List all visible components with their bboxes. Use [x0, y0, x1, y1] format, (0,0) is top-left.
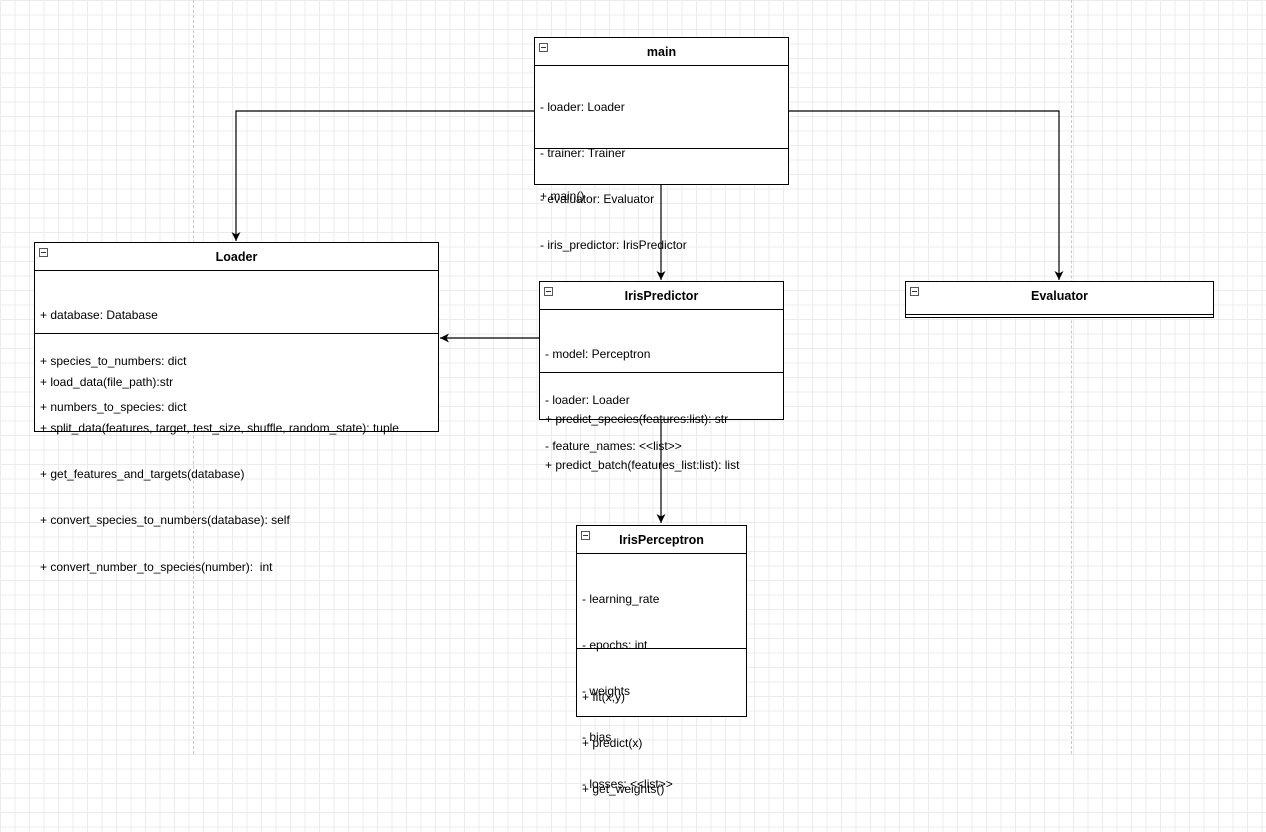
class-loader-header[interactable]: Loader: [35, 243, 438, 271]
method: + fit(x,y): [582, 689, 626, 704]
attribute: - loader: Loader: [540, 99, 625, 114]
class-irisperceptron-methods[interactable]: + fit(x,y) + predict(x) + get_weights(): [577, 648, 746, 832]
class-evaluator-name: Evaluator: [1031, 289, 1088, 303]
method: + convert_number_to_species(number): int: [40, 559, 273, 574]
class-evaluator-header[interactable]: Evaluator: [906, 282, 1213, 310]
arrow-main-to-loader[interactable]: [231, 110, 534, 241]
method: + convert_species_to_numbers(database): …: [40, 513, 290, 528]
collapse-icon[interactable]: [910, 287, 919, 296]
attribute: - feature_names: <<list>>: [545, 439, 682, 454]
method: + load_data(file_path):str: [40, 374, 174, 389]
class-main-methods[interactable]: + main(): [535, 148, 788, 239]
method: + predict(x): [582, 736, 643, 751]
method: + get_weights(): [582, 782, 665, 797]
method: + predict_batch(features_list:list): lis…: [545, 458, 740, 473]
method: + get_features_and_targets(database): [40, 467, 245, 482]
class-irispredictor-header[interactable]: IrisPredictor: [540, 282, 783, 310]
class-irisperceptron-attributes[interactable]: - learning_rate - epochs: int - weights …: [577, 554, 746, 791]
attribute: - epochs: int: [582, 638, 648, 653]
attribute: - evaluator: Evaluator: [540, 192, 655, 207]
attribute: + species_to_numbers: dict: [40, 354, 187, 369]
class-loader-methods[interactable]: + load_data(file_path):str + split_data(…: [35, 333, 438, 610]
class-loader-name: Loader: [215, 250, 258, 264]
class-loader-attributes[interactable]: + database: Database + species_to_number…: [35, 271, 438, 414]
class-main-attributes[interactable]: - loader: Loader - trainer: Trainer - ev…: [535, 66, 788, 253]
attribute: - trainer: Trainer: [540, 146, 626, 161]
arrow-main-to-evaluator[interactable]: [789, 110, 1064, 280]
class-irisperceptron[interactable]: IrisPerceptron - learning_rate - epochs:…: [576, 525, 747, 796]
class-irisperceptron-name: IrisPerceptron: [619, 533, 704, 547]
class-irispredictor[interactable]: IrisPredictor - model: Perceptron - load…: [539, 281, 784, 472]
collapse-icon[interactable]: [539, 43, 548, 52]
class-irisperceptron-header[interactable]: IrisPerceptron: [577, 526, 746, 554]
attribute: - loader: Loader: [545, 393, 630, 408]
class-loader[interactable]: Loader + database: Database + species_to…: [34, 242, 439, 574]
attribute: - learning_rate: [582, 591, 660, 606]
class-irispredictor-attributes[interactable]: - model: Perceptron - loader: Loader - f…: [540, 310, 783, 453]
method: + predict_species(features:list): str: [545, 411, 729, 426]
class-evaluator-empty-sections: [906, 314, 1213, 318]
method: + split_data(features, target, test_size…: [40, 421, 399, 436]
page-break-right: [1071, 0, 1072, 754]
collapse-icon[interactable]: [39, 248, 48, 257]
collapse-icon[interactable]: [581, 531, 590, 540]
class-irispredictor-name: IrisPredictor: [624, 289, 699, 303]
attribute: - bias: [582, 730, 612, 745]
collapse-icon[interactable]: [544, 287, 553, 296]
attribute: - iris_predictor: IrisPredictor: [540, 238, 687, 253]
attribute: - weights: [582, 684, 631, 699]
class-irispredictor-methods[interactable]: + predict_species(features:list): str + …: [540, 372, 783, 508]
attribute: + database: Database: [40, 307, 158, 322]
class-main-header[interactable]: main: [535, 38, 788, 66]
class-main-name: main: [646, 45, 677, 59]
method: + main(): [540, 188, 585, 203]
attribute: - model: Perceptron: [545, 346, 651, 361]
class-main[interactable]: main - loader: Loader - trainer: Trainer…: [534, 37, 789, 253]
class-evaluator[interactable]: Evaluator: [905, 281, 1214, 318]
attribute: + numbers_to_species: dict: [40, 400, 187, 415]
